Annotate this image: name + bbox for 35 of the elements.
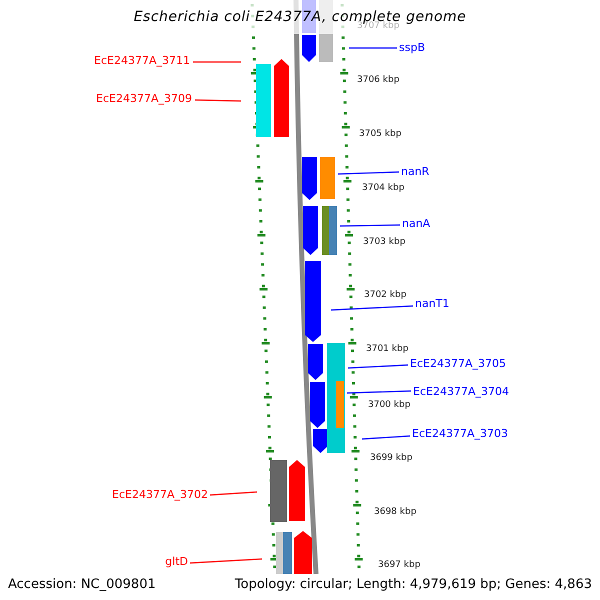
gene-label: nanT1 (415, 298, 450, 309)
gene-label: EcE24377A_3702 (112, 489, 208, 500)
gene-label: EcE24377A_3709 (96, 93, 192, 104)
gene-label: sspB (399, 42, 425, 53)
gene-label: gltD (165, 556, 188, 567)
leader-line (349, 47, 397, 49)
scale-label: 3698 kbp (374, 508, 416, 517)
leader-line (210, 491, 258, 496)
leader-line (330, 305, 414, 311)
scale-label: 3701 kbp (366, 345, 408, 354)
scale-label: 3699 kbp (370, 454, 412, 463)
gene-label: EcE24377A_3705 (410, 358, 506, 369)
gene-label: nanR (401, 166, 430, 177)
scale-label: 3705 kbp (359, 130, 402, 139)
leader-line (194, 99, 242, 102)
scale-label: 3702 kbp (364, 291, 406, 300)
leader-line (346, 390, 412, 394)
leader-line (340, 224, 400, 227)
gene-label: EcE24377A_3703 (412, 428, 508, 439)
genome-info-text: Topology: circular; Length: 4,979,619 bp; Genes: 4,863 (234, 578, 592, 591)
scale-label: 3707 kbp (357, 22, 400, 31)
leader-line (362, 435, 410, 440)
gene-label: EcE24377A_3704 (413, 386, 509, 397)
scale-label: 3697 kbp (378, 561, 420, 570)
leader-line (348, 364, 408, 369)
leader-line (193, 61, 241, 63)
scale-label: 3704 kbp (362, 184, 404, 193)
gene-label: EcE24377A_3711 (94, 55, 190, 66)
scale-label: 3706 kbp (357, 76, 400, 85)
accession-text: Accession: NC_009801 (8, 578, 156, 591)
leader-line (338, 171, 400, 175)
leader-line (190, 558, 262, 564)
scale-label: 3703 kbp (363, 238, 406, 247)
gene-label: nanA (402, 218, 430, 229)
scale-label: 3700 kbp (368, 401, 410, 410)
